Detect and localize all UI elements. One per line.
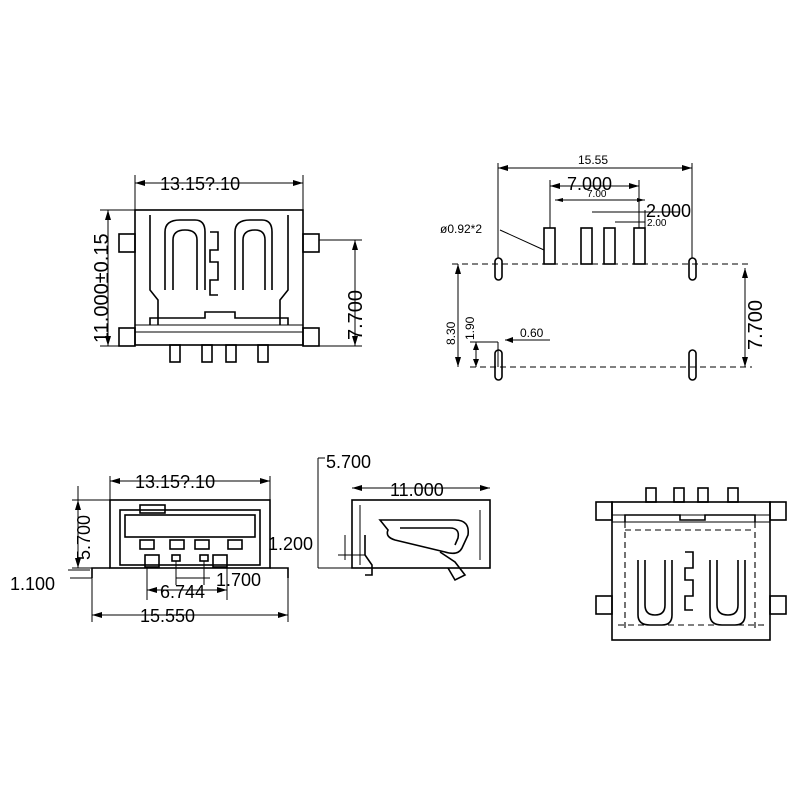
- front-contact-left: [164, 219, 206, 290]
- side-body: [351, 499, 491, 569]
- dim-front-right-height: 7.700: [345, 290, 367, 340]
- front-contact-right: [234, 219, 273, 290]
- dim-bottom-pin-pitch: 1.700: [216, 570, 261, 590]
- dim-pcb-total-width: 15.55: [578, 153, 608, 167]
- dim-pcb-small-pitch: 2.00: [647, 218, 667, 229]
- dim-pcb-spacing-inner: 7.00: [587, 189, 607, 200]
- dim-pcb-hole: ø0.92*2: [440, 222, 482, 236]
- dim-bottom-height: 5.700: [74, 515, 94, 560]
- bottom-front-view: 13.15?.10 5.700 1.100 6.744 1.700 15.550: [10, 472, 289, 626]
- pcb-footprint-view: 15.55 7.000 7.00 2.000 2.00 ø0.92*2 8.30…: [440, 153, 767, 381]
- front-view: 13.15?.10 11.000±0.15 7.700: [91, 174, 367, 363]
- dim-pcb-small-height: 1.90: [463, 316, 477, 340]
- side-view: 5.700 11.000 1.200: [268, 452, 491, 582]
- front-body: [134, 209, 304, 346]
- dim-bottom-top-width: 13.15?.10: [135, 472, 215, 492]
- dim-pcb-pin-width: 0.60: [520, 326, 544, 340]
- dim-pcb-right-height: 7.700: [745, 300, 767, 350]
- dim-side-top: 5.700: [326, 452, 371, 472]
- dim-bottom-offset: 1.100: [10, 574, 55, 594]
- rear-view: [595, 487, 787, 641]
- dim-bottom-pin-spacing: 6.744: [160, 582, 205, 602]
- dim-side-height: 1.200: [268, 534, 313, 554]
- side-spring-contact: [378, 519, 470, 555]
- dim-front-top-width: 13.15?.10: [160, 174, 240, 194]
- bottom-body: [109, 499, 271, 569]
- dim-front-height: 11.000±0.15: [91, 233, 113, 343]
- rear-body: [611, 501, 771, 641]
- dim-side-length: 11.000: [390, 480, 444, 500]
- dim-pcb-spacing-outer: 7.000: [567, 174, 612, 194]
- dim-pcb-right-offset: 2.000: [646, 201, 691, 221]
- dim-pcb-height: 8.30: [444, 321, 458, 345]
- dim-bottom-total-width: 15.550: [140, 606, 195, 626]
